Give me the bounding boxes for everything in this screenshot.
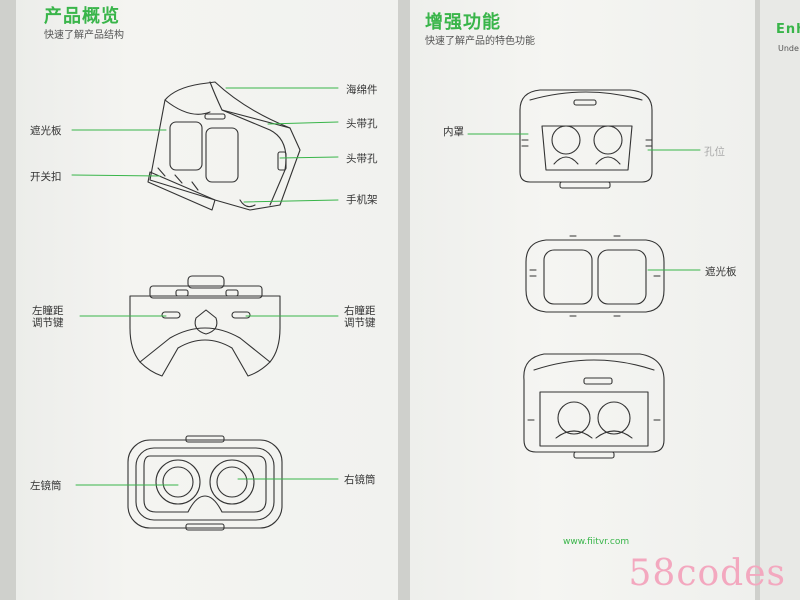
label-right-ipd: 右瞳距调节键 <box>344 305 376 329</box>
label-shade-plate-right: 遮光板 <box>705 266 737 278</box>
watermark: 58codes <box>628 553 786 594</box>
left-page <box>16 0 398 600</box>
label-hole: 孔位 <box>704 146 725 158</box>
headset-angled-leaders <box>71 87 339 203</box>
shade-plate-illustration <box>525 235 665 317</box>
label-strap-hole-2: 头带孔 <box>346 153 378 165</box>
label-phone-holder: 手机架 <box>346 194 378 206</box>
far-page-subtitle: Unde <box>778 44 799 53</box>
left-page-subtitle: 快速了解产品结构 <box>44 30 124 41</box>
headset-top-view-illustration <box>129 275 281 377</box>
headset-rear-view-leaders <box>75 478 339 486</box>
far-right-page <box>760 0 800 600</box>
label-shade-plate: 遮光板 <box>30 125 62 137</box>
far-page-title: Enh <box>776 22 800 37</box>
label-left-ipd: 左瞳距调节键 <box>32 305 64 329</box>
label-sponge: 海绵件 <box>346 84 378 96</box>
label-strap-hole-1: 头带孔 <box>346 118 378 130</box>
headset-angled-illustration <box>147 81 301 211</box>
inner-cover-leaders <box>467 133 701 151</box>
label-left-lens: 左镜筒 <box>30 480 62 492</box>
right-page-subtitle: 快速了解产品的特色功能 <box>425 36 535 47</box>
label-inner-cover: 内罩 <box>443 126 464 138</box>
left-page-title: 产品概览 <box>44 6 120 27</box>
inner-cover-illustration <box>519 89 653 189</box>
label-switch-clip: 开关扣 <box>30 171 62 183</box>
label-right-lens: 右镜筒 <box>344 474 376 486</box>
headset-rear-view-illustration <box>127 435 283 531</box>
headset-assembled-illustration <box>523 353 665 459</box>
website-url: www.fiitvr.com <box>563 537 630 547</box>
right-page-title: 增强功能 <box>425 12 501 33</box>
